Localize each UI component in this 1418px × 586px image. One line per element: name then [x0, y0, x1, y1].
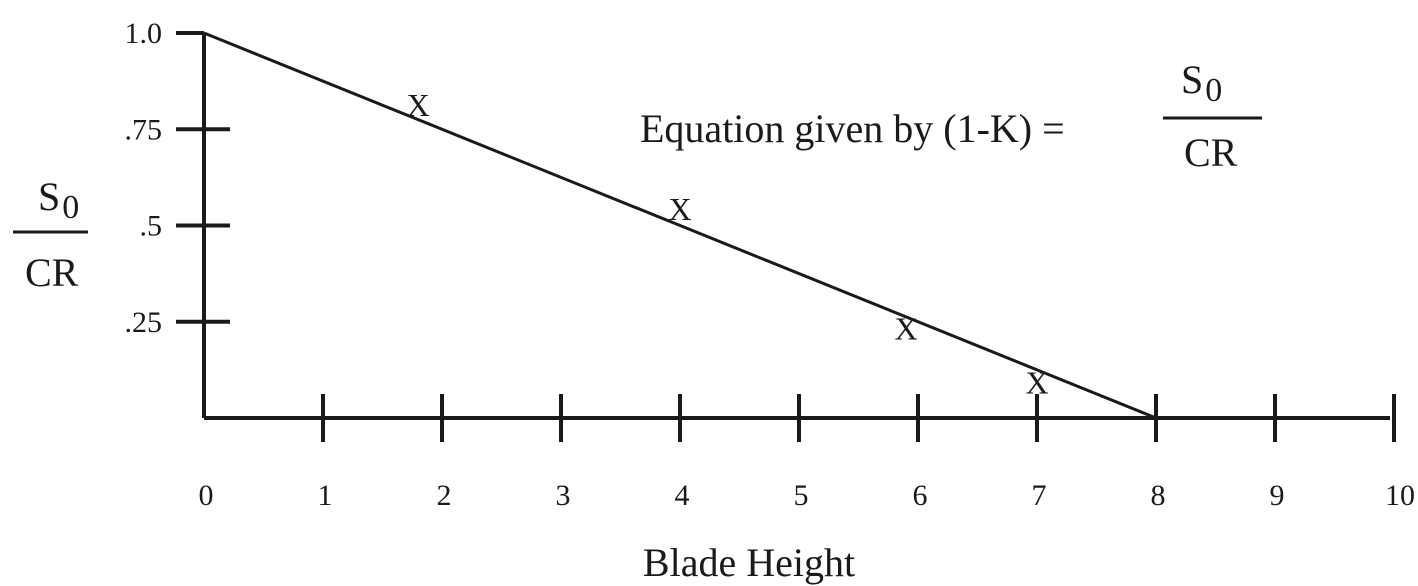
x-tick-label: 4	[675, 479, 690, 512]
x-tick-label: 8	[1151, 479, 1166, 512]
equation-numerator: S0	[1181, 57, 1222, 109]
x-tick-label: 3	[556, 479, 571, 512]
x-tick-label: 2	[437, 479, 452, 512]
data-markers: X X X X	[407, 87, 1049, 400]
data-point-marker: X	[668, 191, 691, 227]
x-tick-label: 7	[1032, 479, 1047, 512]
y-tick-label: 1.0	[125, 17, 163, 50]
data-point-marker: X	[1025, 364, 1048, 400]
y-ticks: .25 .5 .75 1.0	[125, 17, 230, 339]
y-title-numerator: S0	[38, 174, 79, 226]
y-tick-label: .25	[125, 306, 163, 339]
y-tick-label: .75	[125, 113, 163, 146]
x-tick-label: 10	[1385, 479, 1415, 512]
series-line	[203, 31, 1157, 420]
x-tick-label: 0	[199, 479, 214, 512]
equation-annotation: Equation given by (1-K) = S0 CR	[640, 57, 1262, 175]
data-point-marker: X	[407, 87, 430, 123]
equation-prefix: Equation given by (1-K) =	[640, 106, 1065, 151]
x-axis-title: Blade Height	[643, 540, 855, 585]
x-tick-label: 9	[1270, 479, 1285, 512]
x-tick-label: 6	[913, 479, 928, 512]
y-title-denominator: CR	[25, 250, 79, 295]
x-ticks: 0 1 2 3 4 5 6 7 8 9 10	[199, 394, 1415, 512]
y-tick-label: .5	[140, 210, 163, 243]
x-tick-label: 5	[794, 479, 809, 512]
x-tick-label: 1	[318, 479, 333, 512]
y-axis-title: S0 CR	[13, 174, 88, 295]
equation-denominator: CR	[1184, 130, 1238, 175]
data-point-marker: X	[895, 310, 918, 346]
